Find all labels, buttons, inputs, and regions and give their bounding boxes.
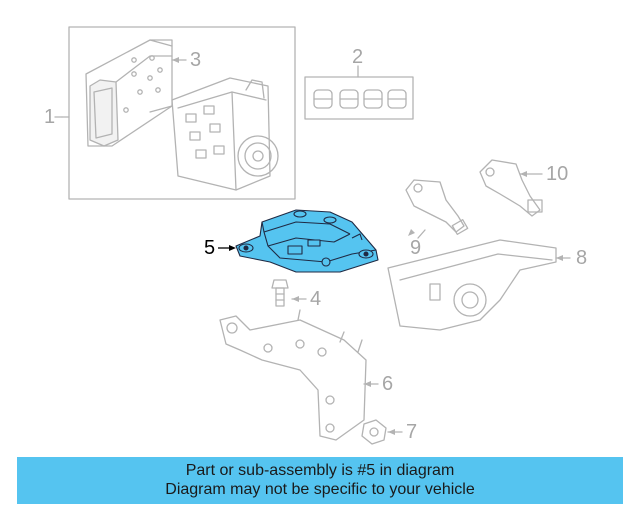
- banner-line-2: Diagram may not be specific to your vehi…: [165, 481, 475, 498]
- grommet-set-part-2: [304, 65, 414, 120]
- callout-7: 7: [406, 421, 418, 443]
- callout-3: 3: [190, 49, 202, 71]
- callout-10: 10: [546, 163, 569, 185]
- banner-line-1: Part or sub-assembly is #5 in diagram: [185, 462, 455, 479]
- bolt-part-4: [271, 279, 307, 307]
- nut-part-7: [361, 419, 403, 445]
- info-banner: Part or sub-assembly is #5 in diagram Di…: [17, 457, 623, 504]
- highlighted-bracket-part-5: [235, 209, 379, 273]
- sensor-part-9: [405, 179, 469, 239]
- abs-unit-assembly-part-1: [61, 26, 296, 200]
- callout-4: 4: [310, 288, 322, 310]
- callout-2: 2: [352, 46, 364, 68]
- callout-9: 9: [410, 237, 422, 259]
- parts-diagram: [54, 26, 571, 445]
- callout-1: 1: [44, 106, 56, 128]
- lower-bracket-part-6: [219, 309, 379, 441]
- callout-6: 6: [382, 373, 394, 395]
- callout-5: 5: [204, 237, 216, 259]
- sensor-part-10: [479, 159, 543, 217]
- callout-8: 8: [576, 247, 588, 269]
- callout-5-arrow: [218, 245, 236, 251]
